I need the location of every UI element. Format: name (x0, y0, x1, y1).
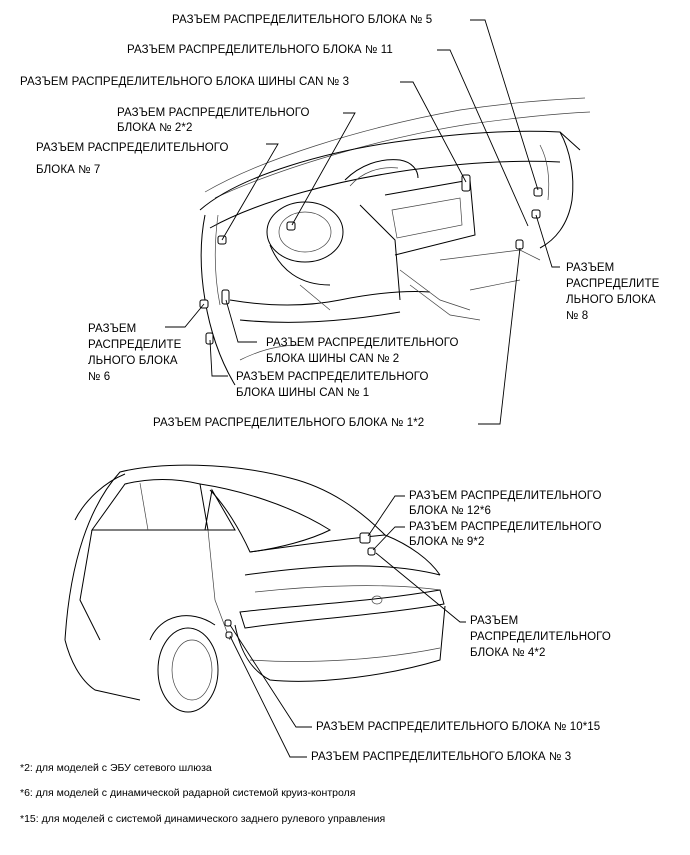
label-connector-4-line2: РАСПРЕДЕЛИТЕЛЬНОГО (470, 631, 611, 643)
connector-8-icon (531, 209, 541, 219)
label-connector-9-line1: РАЗЪЕМ РАСПРЕДЕЛИТЕЛЬНОГО (409, 521, 602, 533)
label-connector-8-line4: № 8 (566, 310, 589, 322)
label-connector-12-line2: БЛОКА № 12*6 (409, 505, 491, 517)
label-connector-12: РАЗЪЕМ РАСПРЕДЕЛИТЕЛЬНОГО БЛОКА № 12*6 (409, 489, 602, 519)
connector-1-icon (515, 239, 524, 250)
leader-lines-bottom (229, 495, 466, 758)
label-connector-12-line1: РАЗЪЕМ РАСПРЕДЕЛИТЕЛЬНОГО (409, 490, 602, 502)
footnote-2: *2: для моделей с ЭБУ сетевого шлюза (20, 762, 212, 774)
footnote-15: *15: для моделей с системой динамическог… (20, 813, 386, 825)
label-connector-6-line3: ЛЬНОГО БЛОКА (88, 355, 178, 367)
label-connector-6-line1: РАЗЪЕМ (88, 323, 137, 335)
label-can-connector-1: РАЗЪЕМ РАСПРЕДЕЛИТЕЛЬНОГО БЛОКА ШИНЫ CAN… (236, 369, 429, 401)
connector-5-icon (533, 187, 543, 197)
connector-can2-icon (221, 289, 230, 305)
connector-3-icon (225, 631, 233, 639)
connector-can1-icon (205, 332, 214, 345)
car-rear-illustration (64, 464, 446, 713)
connector-10-icon (224, 619, 232, 627)
label-connector-2: РАЗЪЕМ РАСПРЕДЕЛИТЕЛЬНОГО БЛОКА № 2*2 (117, 106, 310, 136)
label-connector-5: РАЗЪЕМ РАСПРЕДЕЛИТЕЛЬНОГО БЛОКА № 5 (172, 14, 433, 26)
label-connector-4-line3: БЛОКА № 4*2 (470, 647, 546, 659)
label-can-connector-2-line1: РАЗЪЕМ РАСПРЕДЕЛИТЕЛЬНОГО (266, 337, 459, 349)
label-connector-6: РАЗЪЕМ РАСПРЕДЕЛИТЕ ЛЬНОГО БЛОКА № 6 (88, 321, 181, 385)
label-connector-7: РАЗЪЕМ РАСПРЕДЕЛИТЕЛЬНОГО БЛОКА № 7 (36, 137, 229, 181)
label-can-connector-1-line2: БЛОКА ШИНЫ CAN № 1 (236, 387, 370, 399)
footnote-6: *6: для моделей с динамической радарной … (20, 787, 356, 799)
label-connector-8-line1: РАЗЪЕМ (566, 262, 615, 274)
label-connector-7-line1: РАЗЪЕМ РАСПРЕДЕЛИТЕЛЬНОГО (36, 142, 229, 154)
leader-lines-top (165, 19, 560, 425)
label-can-connector-1-line1: РАЗЪЕМ РАСПРЕДЕЛИТЕЛЬНОГО (236, 371, 429, 383)
label-connector-8: РАЗЪЕМ РАСПРЕДЕЛИТЕ ЛЬНОГО БЛОКА № 8 (566, 260, 659, 324)
connector-2-icon (286, 221, 296, 231)
label-connector-3: РАЗЪЕМ РАСПРЕДЕЛИТЕЛЬНОГО БЛОКА № 3 (311, 751, 572, 763)
connector-12-icon (359, 532, 371, 544)
label-connector-2-line1: РАЗЪЕМ РАСПРЕДЕЛИТЕЛЬНОГО (117, 107, 310, 119)
label-can-connector-3: РАЗЪЕМ РАСПРЕДЕЛИТЕЛЬНОГО БЛОКА ШИНЫ CAN… (20, 76, 350, 88)
label-connector-6-line2: РАСПРЕДЕЛИТЕ (88, 339, 182, 351)
label-can-connector-2-line2: БЛОКА ШИНЫ CAN № 2 (266, 353, 400, 365)
label-connector-4: РАЗЪЕМ РАСПРЕДЕЛИТЕЛЬНОГО БЛОКА № 4*2 (470, 613, 611, 661)
label-connector-11: РАЗЪЕМ РАСПРЕДЕЛИТЕЛЬНОГО БЛОКА № 11 (127, 44, 393, 56)
label-connector-2-line2: БЛОКА № 2*2 (117, 122, 193, 134)
label-connector-8-line2: РАСПРЕДЕЛИТЕ (566, 278, 660, 290)
label-connector-1: РАЗЪЕМ РАСПРЕДЕЛИТЕЛЬНОГО БЛОКА № 1*2 (153, 417, 425, 429)
label-connector-9: РАЗЪЕМ РАСПРЕДЕЛИТЕЛЬНОГО БЛОКА № 9*2 (409, 520, 602, 550)
label-connector-10: РАЗЪЕМ РАСПРЕДЕЛИТЕЛЬНОГО БЛОКА № 10*15 (316, 721, 601, 733)
label-connector-6-line4: № 6 (88, 371, 111, 383)
label-connector-4-line1: РАЗЪЕМ (470, 615, 519, 627)
label-connector-9-line2: БЛОКА № 9*2 (409, 536, 485, 548)
label-connector-8-line3: ЛЬНОГО БЛОКА (566, 294, 656, 306)
dashboard-illustration (199, 97, 591, 386)
label-can-connector-2: РАЗЪЕМ РАСПРЕДЕЛИТЕЛЬНОГО БЛОКА ШИНЫ CAN… (266, 335, 459, 367)
label-connector-7-line2: БЛОКА № 7 (36, 164, 101, 176)
